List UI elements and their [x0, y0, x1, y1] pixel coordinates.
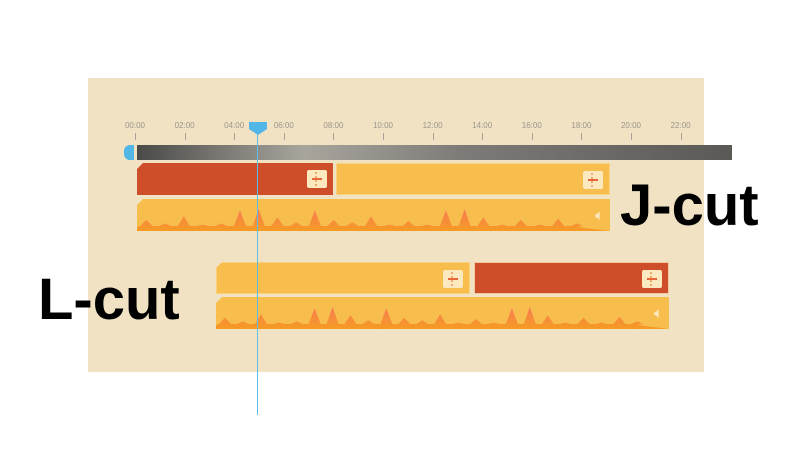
- l-cut-label: L-cut: [38, 267, 180, 332]
- film-icon: [642, 270, 662, 288]
- tick-label: 02:00: [174, 121, 195, 130]
- tick-label: 22:00: [670, 121, 691, 130]
- tick-mark: [383, 133, 384, 140]
- j-cut-video-clip-a[interactable]: [137, 163, 333, 195]
- tick-label: 16:00: [521, 121, 542, 130]
- tick-mark: [184, 133, 186, 140]
- l-cut-audio-track[interactable]: 🔈︎: [216, 297, 669, 329]
- scrubber-start-handle[interactable]: [124, 145, 134, 160]
- j-cut-video-clip-b[interactable]: [336, 163, 610, 195]
- timeline-scrubber-bar[interactable]: [137, 145, 732, 160]
- tick-label: 00:00: [124, 121, 146, 130]
- tick-mark: [333, 133, 335, 140]
- tick-label: 18:00: [571, 121, 592, 130]
- speaker-icon: 🔈︎: [594, 207, 604, 224]
- tick-label: 06:00: [273, 121, 294, 130]
- j-cut-label: J-cut: [620, 173, 759, 238]
- tick-mark: [680, 133, 682, 140]
- tick-mark: [135, 133, 136, 140]
- audio-waveform: [137, 209, 610, 231]
- j-cut-audio-track[interactable]: 🔈︎: [137, 199, 610, 231]
- tick-label: 08:00: [323, 121, 344, 130]
- film-icon: [307, 170, 327, 188]
- tick-mark: [234, 133, 236, 140]
- playhead-line[interactable]: [257, 122, 258, 415]
- tick-mark: [531, 133, 533, 140]
- l-cut-video-clip-a[interactable]: [216, 262, 470, 294]
- tick-mark: [283, 133, 285, 140]
- tick-label: 04:00: [224, 121, 245, 130]
- film-icon: [443, 270, 463, 288]
- l-cut-video-clip-b[interactable]: [474, 262, 669, 294]
- film-icon: [583, 171, 603, 189]
- audio-waveform: [216, 307, 669, 329]
- tick-mark: [482, 133, 484, 140]
- speaker-icon: 🔈︎: [653, 305, 663, 322]
- tick-mark: [432, 133, 434, 140]
- tick-label: 14:00: [472, 121, 493, 130]
- tick-label: 12:00: [422, 121, 443, 130]
- tick-mark: [581, 133, 583, 140]
- tick-mark: [631, 133, 632, 140]
- tick-label: 10:00: [372, 121, 394, 130]
- tick-label: 20:00: [620, 121, 642, 130]
- playhead-handle[interactable]: [249, 122, 267, 135]
